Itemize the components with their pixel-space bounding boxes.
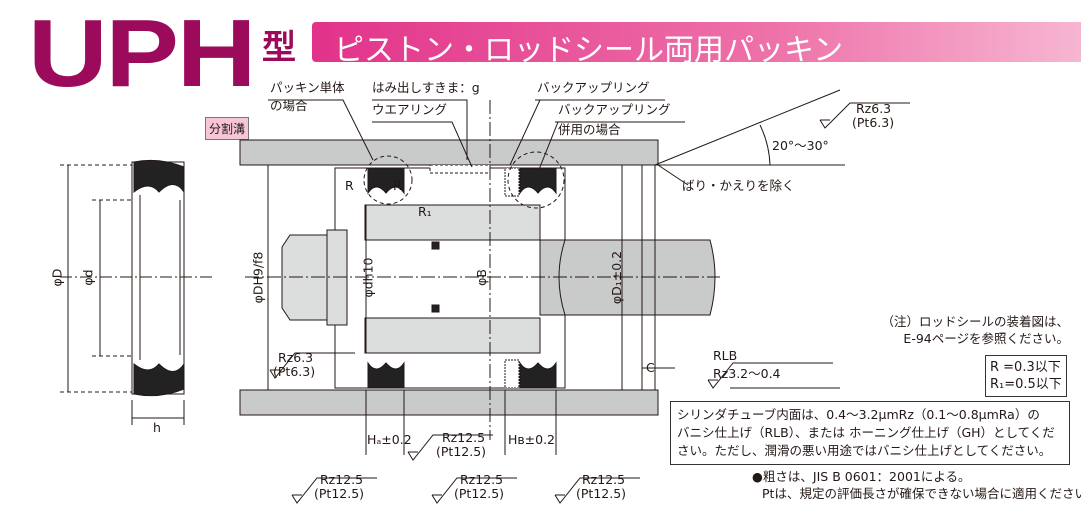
pt-mid: (Pt12.5) [436, 444, 487, 459]
pt-left: (Pt6.3) [273, 364, 316, 379]
rz-mid: Rz12.5 [442, 430, 486, 445]
rz-left: Rz6.3 [278, 350, 314, 365]
label-angle: 20°～30° [772, 138, 829, 153]
label-wear-ring: ウエアリング [372, 102, 448, 117]
radius-limit-box: R =0.3以下 R₁=0.5以下 [985, 355, 1067, 397]
label-hb: Hʙ±0.2 [508, 432, 555, 447]
rod-note-1: （注）ロッドシールの装着図は、 [881, 314, 1069, 329]
seal-cross-section [131, 159, 185, 397]
rz-bottom3: Rz12.5 [582, 472, 626, 487]
model-title: UPH [28, 0, 256, 107]
label-r-right: R [393, 178, 402, 193]
label-deburr: ばり・かえりを除く [682, 178, 795, 193]
label-phi-D1: φD₁±0.2 [609, 250, 625, 305]
pt-top-right: (Pt6.3) [852, 115, 895, 130]
rz-bottom2: Rz12.5 [460, 472, 504, 487]
roughness-note-1: ●粗さは、JIS B 0601：2001による。 [752, 469, 971, 484]
label-rlb: RLB [713, 348, 738, 363]
spec-line-3: さい。ただし、潤滑の悪い用途ではバニシ仕上げとしてください。 [677, 443, 1052, 458]
label-phi-D: φD [49, 268, 65, 287]
r-limit: R =0.3以下 [990, 360, 1061, 375]
label-backup-ring: バックアップリング [537, 80, 650, 95]
label-backup-combined-2: 併用の場合 [558, 122, 621, 137]
pt-bottom1: (Pt12.5) [314, 486, 365, 501]
label-phi-DH9f8: φDH9/f8 [250, 251, 266, 304]
label-rz-rlb: Rz3.2～0.4 [713, 366, 781, 381]
label-ha: Hₐ±0.2 [367, 432, 412, 447]
subtitle: ピストン・ロッドシール両用パッキン [334, 33, 844, 68]
label-extrusion-gap: はみ出しすきま：g [372, 80, 480, 95]
pt-bottom2: (Pt12.5) [454, 486, 505, 501]
roughness-note-2: Ptは、規定の評価長さが確保できない場合に適用ください。 [762, 486, 1081, 501]
label-phi-B: φB [473, 269, 489, 286]
label-r1: R₁ [418, 204, 432, 219]
label-packing-single-2: の場合 [270, 98, 308, 113]
label-phi-dh10: φdh10 [360, 257, 376, 298]
spec-line-2: バニシ仕上げ（RLB）、または ホーニング仕上げ（GH）としてくだ [677, 425, 1055, 440]
spec-line-1: シリンダチューブ内面は、0.4～3.2μmRz（0.1～0.8μmRa）の [677, 407, 1040, 422]
label-packing-single: パッキン単体 [270, 80, 345, 95]
label-h: h [153, 420, 161, 435]
rz-top-right: Rz6.3 [856, 101, 892, 116]
label-phi-d: φd [80, 269, 96, 286]
r1-limit: R₁=0.5以下 [990, 377, 1062, 392]
type-suffix: 型 [262, 28, 296, 68]
pt-bottom3: (Pt12.5) [576, 486, 627, 501]
subtitle-banner: ピストン・ロッドシール両用パッキン [312, 22, 1081, 68]
label-backup-combined: バックアップリング [558, 102, 671, 117]
label-r-left: R [345, 178, 354, 193]
rod-note-2: E-94ページを参照ください。 [903, 331, 1069, 346]
label-c: C [646, 360, 655, 375]
split-groove-label: 分割溝 [205, 117, 250, 140]
rz-bottom1: Rz12.5 [320, 472, 364, 487]
cylinder-spec-box: シリンダチューブ内面は、0.4～3.2μmRz（0.1～0.8μmRa）の バニ… [670, 401, 1070, 465]
